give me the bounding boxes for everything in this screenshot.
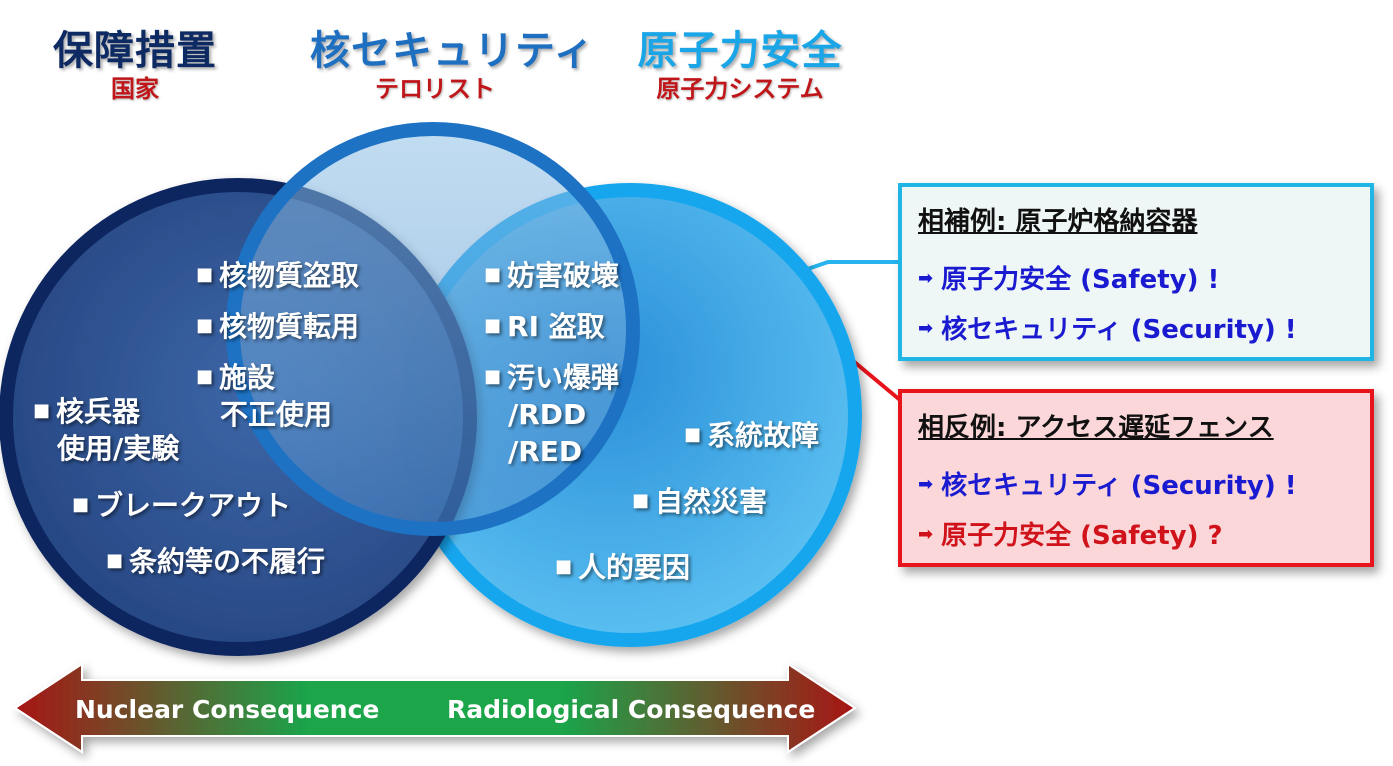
consequence-double-arrow — [13, 662, 857, 754]
arrow-right-icon: ➡ — [918, 268, 934, 289]
item-nuclear-material-theft: ■核物質盗取 — [196, 259, 360, 292]
item-natural-disaster: ■自然災害 — [632, 485, 768, 518]
item-nuclear-weapons: ■核兵器使用/実験 — [33, 395, 180, 465]
security-subtitle: テロリスト — [375, 75, 495, 103]
item-treaty-noncompliance: ■条約等の不履行 — [106, 545, 326, 578]
security-header: 核セキュリティ テロリスト — [310, 28, 595, 104]
arrow-right-icon: ➡ — [918, 524, 934, 545]
complementary-line-security: ➡核セキュリティ (Security) ! — [918, 315, 1297, 345]
security-title: 核セキュリティ — [310, 28, 595, 74]
safety-subtitle: 原子力システム — [656, 75, 824, 103]
item-facility-misuse: ■施設不正使用 — [196, 361, 333, 431]
safeguards-subtitle: 国家 — [111, 75, 159, 103]
item-human-factor: ■人的要因 — [555, 551, 691, 584]
conflicting-example-title: 相反例: アクセス遅延フェンス — [918, 413, 1274, 443]
arrow-right-icon: ➡ — [918, 318, 934, 339]
item-breakout: ■ブレークアウト — [72, 489, 292, 522]
arrow-right-icon: ➡ — [918, 474, 934, 495]
safety-title: 原子力安全 — [637, 28, 843, 74]
nuclear-consequence-label: Nuclear Consequence — [75, 695, 379, 724]
complementary-example-box: 相補例: 原子炉格納容器 ➡原子力安全 (Safety) ! ➡核セキュリティ … — [898, 183, 1374, 361]
safeguards-header: 保障措置 国家 — [40, 28, 230, 104]
complementary-example-title: 相補例: 原子炉格納容器 — [918, 207, 1198, 237]
security-circle — [226, 122, 640, 536]
item-sabotage: ■妨害破壊 — [484, 259, 620, 292]
item-dirty-bomb: ■汚い爆弾/RDD/RED — [484, 361, 620, 468]
conflicting-line-safety: ➡原子力安全 (Safety) ? — [918, 521, 1223, 551]
safety-header: 原子力安全 原子力システム — [620, 28, 860, 104]
item-system-failure: ■系統故障 — [684, 419, 820, 452]
complementary-line-safety: ➡原子力安全 (Safety) ! — [918, 265, 1220, 295]
item-nuclear-material-diversion: ■核物質転用 — [196, 310, 360, 343]
conflicting-line-security: ➡核セキュリティ (Security) ! — [918, 471, 1297, 501]
safeguards-title: 保障措置 — [53, 28, 217, 74]
item-ri-theft: ■RI 盗取 — [484, 310, 605, 343]
conflicting-example-box: 相反例: アクセス遅延フェンス ➡核セキュリティ (Security) ! ➡原… — [898, 389, 1374, 567]
radiological-consequence-label: Radiological Consequence — [447, 695, 815, 724]
